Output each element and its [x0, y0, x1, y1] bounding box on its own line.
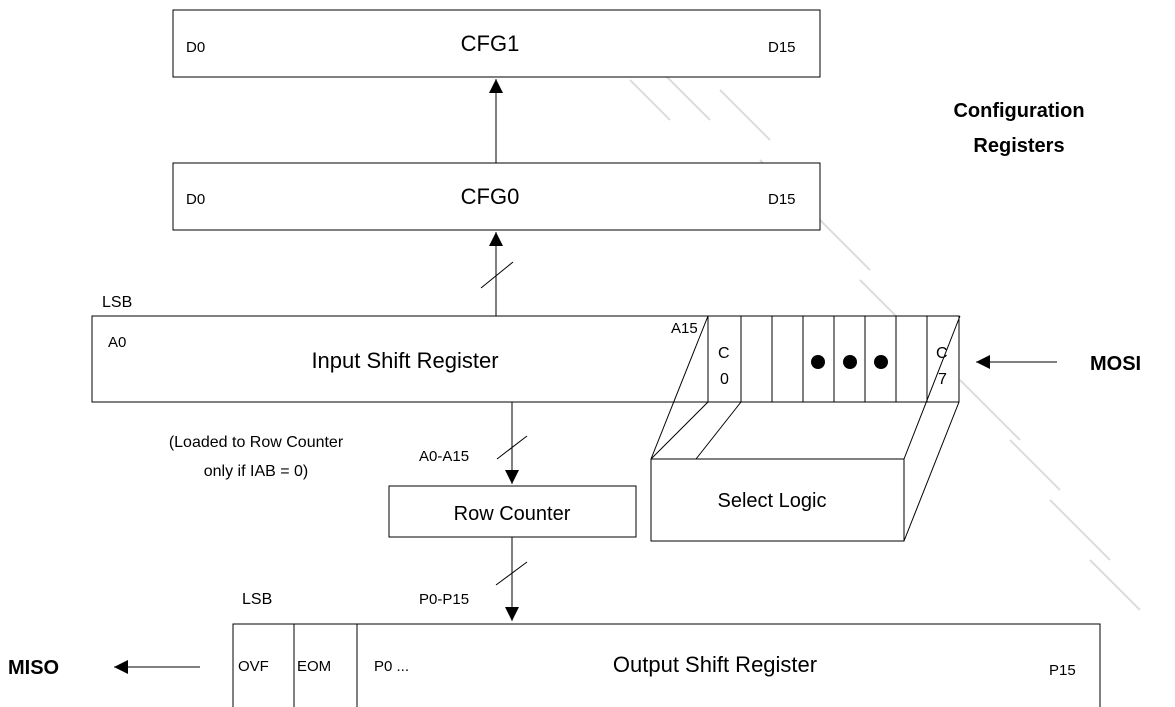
output-lsb-label: LSB — [242, 591, 272, 608]
svg-text:Select Logic: Select Logic — [718, 490, 827, 512]
cfg1-d0-label: D0 — [186, 39, 205, 56]
svg-text:(Loaded to Row Counter: (Loaded to Row Counter — [169, 434, 344, 451]
cfg1-title: CFG1 — [461, 31, 520, 56]
mosi-label: MOSI — [1090, 353, 1141, 375]
svg-text:Registers: Registers — [973, 135, 1064, 157]
cmd-c0-bottom: 0 — [720, 371, 729, 388]
output-title: Output Shift Register — [613, 652, 817, 677]
output-p0-label: P0 ... — [374, 658, 409, 675]
svg-text:only if IAB = 0): only if IAB = 0) — [204, 463, 309, 480]
cfg0-register: D0 CFG0 D15 — [172, 162, 821, 231]
input-a15-label: A15 — [671, 320, 698, 337]
input-a0-label: A0 — [108, 334, 126, 351]
svg-text:Row Counter: Row Counter — [454, 503, 571, 525]
ellipsis-dot — [843, 355, 857, 369]
input-shift-register: A0 Input Shift Register A15 C 0 C 7 — [91, 315, 960, 403]
miso-label: MISO — [8, 657, 59, 679]
cfg0-title: CFG0 — [461, 184, 520, 209]
cfg1-register: D0 CFG1 D15 — [172, 9, 821, 78]
row-counter-note: (Loaded to Row Counter only if IAB = 0) — [169, 434, 344, 480]
row-counter: Row Counter — [388, 485, 637, 538]
bus-slash-output — [495, 561, 528, 586]
bus-slash-cfg0 — [480, 261, 514, 289]
output-ovf-label: OVF — [238, 658, 269, 675]
ellipsis-dot — [811, 355, 825, 369]
output-eom-label: EOM — [297, 658, 331, 675]
cmd-c0-top: C — [718, 345, 730, 362]
cfg0-d0-label: D0 — [186, 191, 205, 208]
bus-a-label: A0-A15 — [419, 448, 469, 465]
configuration-registers-label: Configuration Registers — [953, 100, 1084, 157]
ellipsis-dot — [874, 355, 888, 369]
output-p15-label: P15 — [1049, 662, 1076, 679]
input-lsb-label: LSB — [102, 294, 132, 311]
select-logic: Select Logic — [650, 315, 961, 542]
cmd-c7-top: C — [936, 345, 948, 362]
output-shift-register: OVF EOM P0 ... Output Shift Register P15 — [232, 623, 1101, 707]
bus-slash-row-counter — [496, 435, 528, 460]
input-title: Input Shift Register — [311, 348, 498, 373]
cmd-c7-bottom: 7 — [938, 371, 947, 388]
svg-text:Configuration: Configuration — [953, 100, 1084, 122]
cfg1-d15-label: D15 — [768, 39, 796, 56]
bus-p-label: P0-P15 — [419, 591, 469, 608]
cfg0-d15-label: D15 — [768, 191, 796, 208]
